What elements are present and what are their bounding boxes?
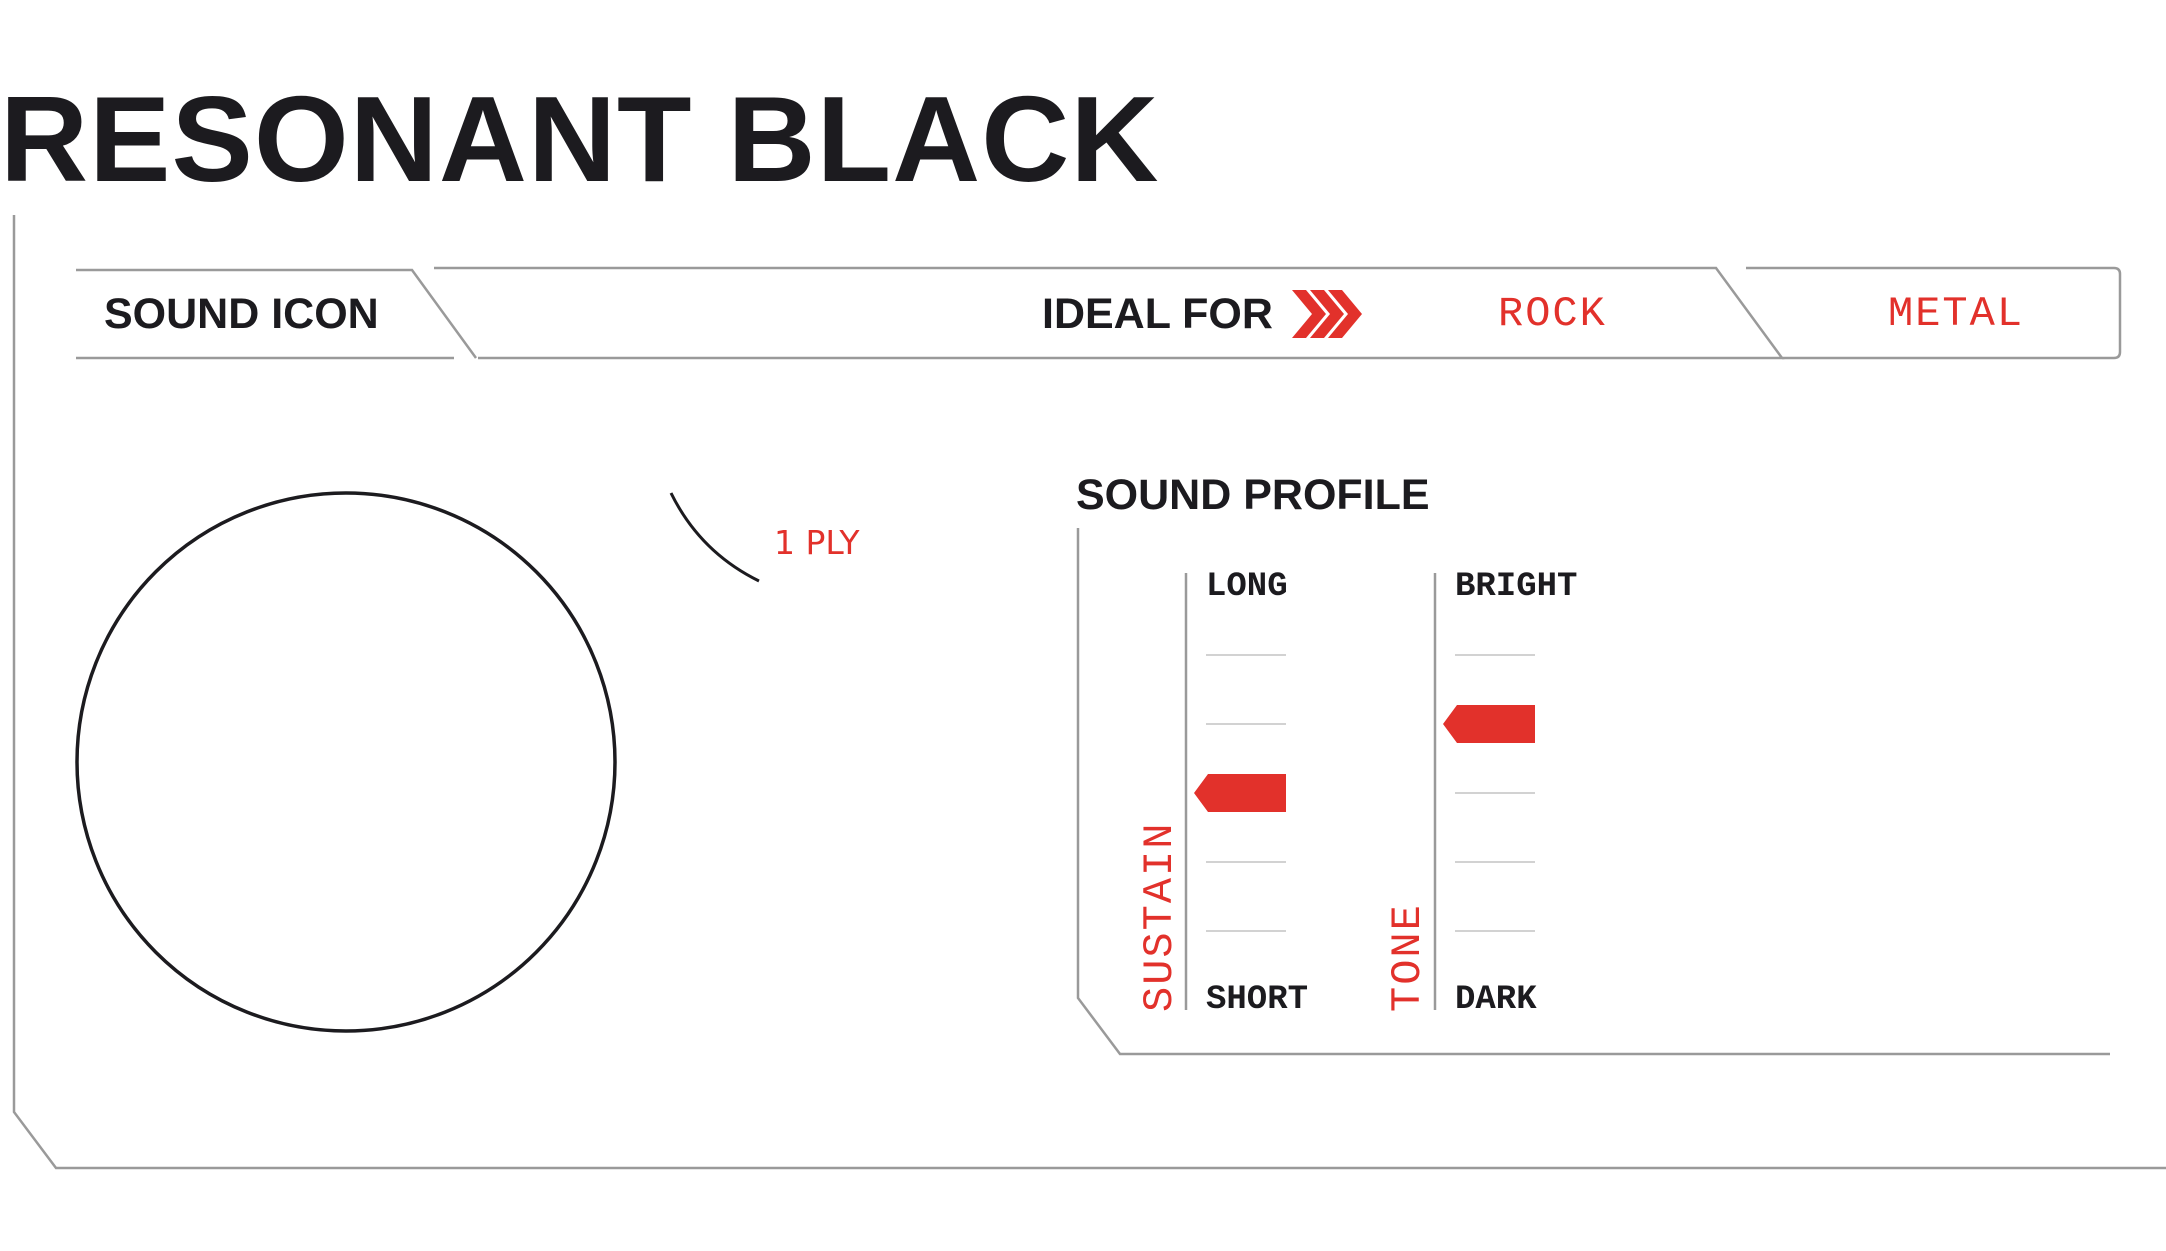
ideal-for-label: IDEAL FOR (1042, 290, 1273, 338)
tone-top-label: BRIGHT (1455, 568, 1578, 606)
product-title: RESONANT BLACK (0, 71, 1160, 207)
ply-label: 1 PLY (774, 523, 860, 562)
tone-axis-label: TONE (1384, 903, 1432, 1012)
genre-rock: ROCK (1498, 290, 1607, 338)
metal-tab-outline (1746, 266, 2122, 360)
genre-metal: METAL (1888, 290, 2025, 338)
sustain-axis-label: SUSTAIN (1136, 821, 1184, 1012)
sound-icon-tab-outline (76, 268, 478, 359)
sound-icon-label: SOUND ICON (104, 290, 379, 338)
tone-bottom-label: DARK (1455, 981, 1537, 1019)
sound-profile-title: SOUND PROFILE (1076, 471, 1430, 519)
ideal-for-band-outline (434, 266, 1785, 360)
sound-profile-frame (1076, 528, 2110, 1056)
sustain-bottom-label: SHORT (1206, 981, 1309, 1019)
sound-icon-circle (75, 491, 617, 1033)
sustain-top-label: LONG (1206, 568, 1288, 606)
ply-arc (669, 492, 760, 583)
outer-frame-line (12, 215, 2166, 1170)
triple-chevron-right-icon (1292, 290, 1362, 338)
